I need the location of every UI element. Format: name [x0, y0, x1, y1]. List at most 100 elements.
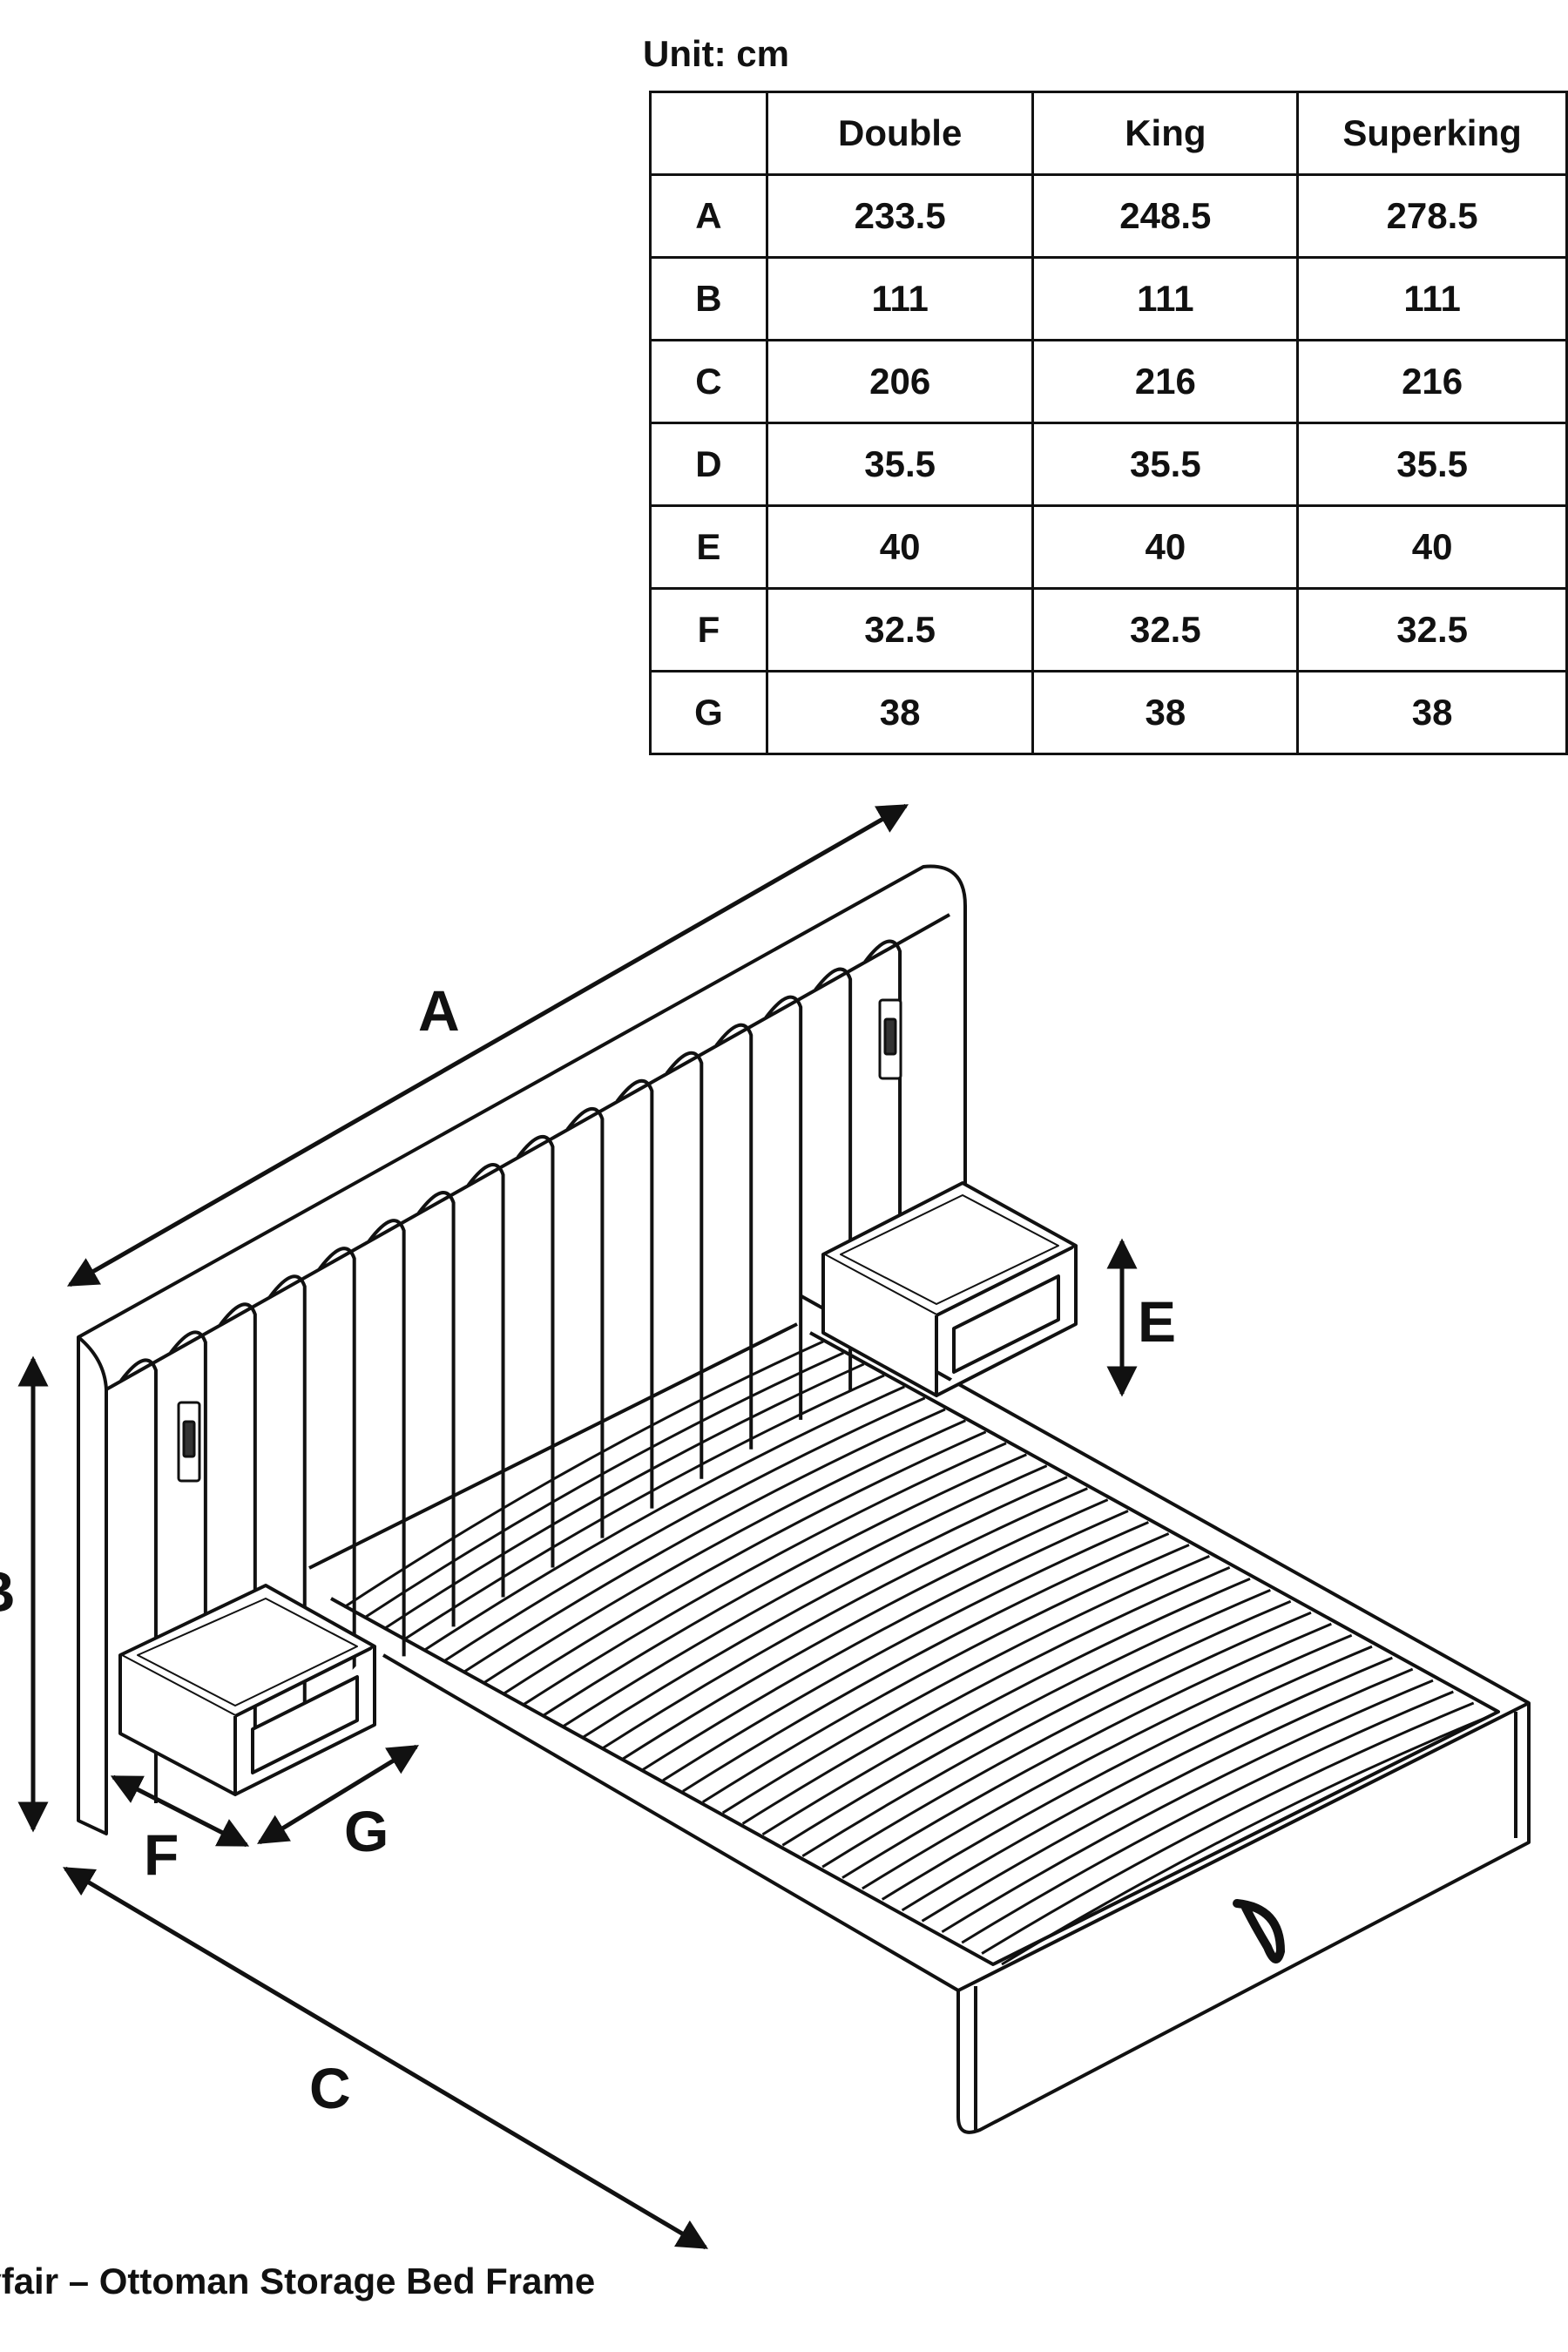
slat	[781, 1588, 1271, 1847]
table-cell: 38	[765, 670, 1035, 755]
slat	[901, 1656, 1393, 1912]
headboard-channel	[516, 1135, 555, 1568]
label-g: G	[344, 1799, 389, 1863]
slat	[422, 1385, 905, 1652]
table-cell: 248.5	[1031, 173, 1300, 259]
slat	[981, 1701, 1475, 1955]
table-header-cell: King	[1031, 91, 1300, 176]
table-cell: 38	[1031, 670, 1300, 755]
slat	[443, 1396, 926, 1663]
table-cell: 40	[765, 504, 1035, 590]
bedside-table-left	[118, 1584, 376, 1796]
slat	[881, 1645, 1373, 1901]
table-cell: 111	[765, 256, 1035, 341]
table-cell: 40	[1031, 504, 1300, 590]
slat	[542, 1453, 1027, 1717]
dimension-table: Double King Superking A 233.5 248.5 278.…	[649, 91, 1568, 755]
slat	[382, 1362, 865, 1631]
row-key: G	[649, 670, 768, 755]
table-cell: 32.5	[765, 587, 1035, 672]
table-cell: 32.5	[1296, 587, 1568, 672]
slat	[761, 1577, 1251, 1836]
slat	[841, 1622, 1332, 1879]
table-header-row: Double King Superking	[649, 91, 1568, 176]
slat	[602, 1487, 1088, 1749]
slat	[741, 1566, 1231, 1825]
label-b: B	[0, 1559, 16, 1624]
table-row: G 38 38 38	[649, 670, 1568, 755]
table-cell: 206	[765, 339, 1035, 424]
table-cell: 111	[1296, 256, 1568, 341]
table-cell: 278.5	[1296, 173, 1568, 259]
slat	[562, 1464, 1048, 1727]
table-cell: 35.5	[765, 422, 1035, 507]
headboard-channel	[416, 1191, 456, 1627]
bedside-table-right	[821, 1181, 1078, 1397]
arrow-a	[66, 803, 909, 1288]
slat	[483, 1419, 966, 1685]
headboard-channel	[169, 1330, 207, 1775]
dimension-arrows	[17, 803, 1138, 2250]
headboard-channel	[219, 1302, 257, 1746]
product-caption: Mayfair – Ottoman Storage Bed Frame	[0, 2261, 596, 2301]
label-e: E	[1138, 1289, 1176, 1354]
headboard-channel	[119, 1358, 158, 1803]
pull-strap	[1233, 1899, 1286, 1963]
slat	[622, 1498, 1109, 1761]
slat	[503, 1430, 987, 1695]
table-header-cell	[649, 91, 768, 176]
slat	[363, 1351, 844, 1619]
table-row: D 35.5 35.5 35.5	[649, 422, 1568, 507]
slat	[721, 1555, 1210, 1815]
slat	[862, 1633, 1353, 1890]
table-header-cell: Double	[765, 91, 1035, 176]
table-cell: 35.5	[1031, 422, 1300, 507]
label-a: A	[418, 978, 460, 1043]
slat	[343, 1340, 824, 1609]
slat	[582, 1476, 1068, 1739]
table-cell: 233.5	[765, 173, 1035, 259]
row-key: D	[649, 422, 768, 507]
table-cell: 38	[1296, 670, 1568, 755]
slat	[402, 1374, 885, 1641]
headboard-channel	[466, 1163, 505, 1598]
table-row: E 40 40 40	[649, 504, 1568, 590]
slat	[642, 1510, 1129, 1771]
headboard-channel	[764, 995, 803, 1420]
headboard-channel	[565, 1106, 605, 1538]
slat	[1001, 1713, 1495, 1966]
table-cell: 35.5	[1296, 422, 1568, 507]
slat	[821, 1611, 1312, 1869]
headboard-channel	[368, 1219, 406, 1657]
slat	[921, 1667, 1414, 1923]
row-key: B	[649, 256, 768, 341]
table-cell: 32.5	[1031, 587, 1300, 672]
headboard-channel	[615, 1078, 654, 1509]
arrow-g	[257, 1744, 419, 1845]
row-key: C	[649, 339, 768, 424]
headboard-channel	[714, 1023, 754, 1450]
table-cell: 40	[1296, 504, 1568, 590]
bed-diagram: A B C E F G	[0, 803, 1531, 2250]
slat	[961, 1690, 1454, 1944]
slat	[523, 1442, 1007, 1707]
table-cell: 216	[1296, 339, 1568, 424]
slat	[801, 1599, 1292, 1858]
table-cell: 216	[1031, 339, 1300, 424]
table-cell: 111	[1031, 256, 1300, 341]
table-row: F 32.5 32.5 32.5	[649, 587, 1568, 672]
table-row: C 206 216 216	[649, 339, 1568, 424]
unit-label: Unit: cm	[643, 33, 789, 74]
slat	[702, 1544, 1190, 1803]
socket-icon	[177, 998, 902, 1483]
row-key: E	[649, 504, 768, 590]
row-key: A	[649, 173, 768, 259]
label-f: F	[144, 1822, 179, 1887]
slat	[941, 1679, 1434, 1934]
table-header-cell: Superking	[1296, 91, 1568, 176]
arrow-c	[62, 1866, 709, 2250]
table-row: B 111 111 111	[649, 256, 1568, 341]
label-c: C	[309, 2056, 351, 2120]
arrow-f	[110, 1774, 250, 1848]
table-row: A 233.5 248.5 278.5	[649, 173, 1568, 259]
